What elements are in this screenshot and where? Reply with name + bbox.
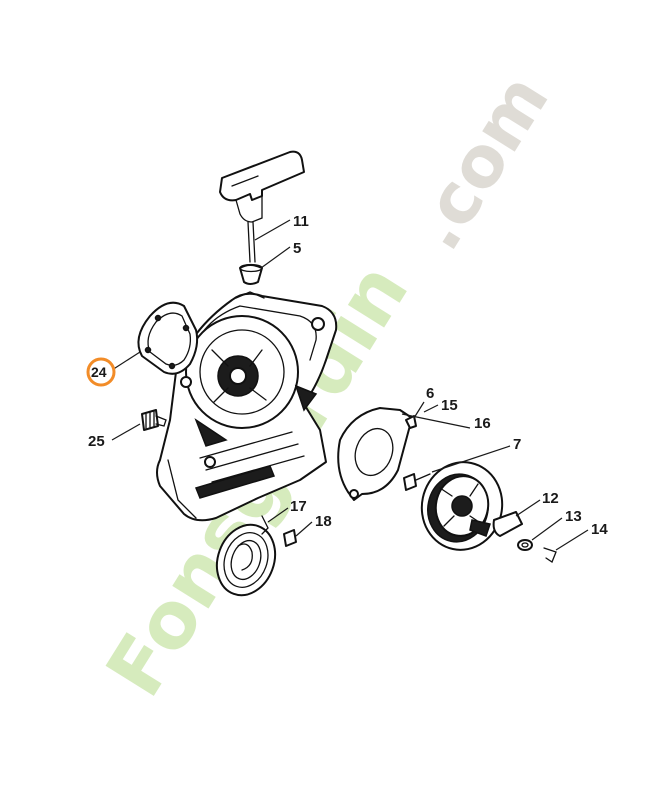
callout-25: 25: [88, 433, 105, 450]
washer: [517, 539, 533, 551]
starter-handle: [219, 150, 305, 263]
callout-5: 5: [293, 240, 301, 257]
callout-labels: 11 5 24 25 6 15 16 7 12 13 14 17 18: [88, 213, 608, 538]
pawl: [492, 511, 523, 537]
watermark-domain: .com: [395, 60, 565, 264]
callout-16: 16: [474, 415, 491, 432]
callout-13: 13: [565, 508, 582, 525]
callout-11: 11: [293, 213, 309, 230]
rewind-spring: [215, 515, 277, 597]
rope-rotor: [420, 461, 504, 551]
callout-15: 15: [441, 397, 458, 414]
part-number-highlight-ring: [86, 357, 116, 387]
callout-18: 18: [315, 513, 332, 530]
callout-14: 14: [591, 521, 608, 538]
spring-clip: [543, 547, 557, 563]
screw-25: [141, 409, 167, 431]
callout-24[interactable]: 24: [91, 364, 107, 380]
watermark: Fonsgardin .com: [90, 60, 565, 712]
spring-cover-plate: [337, 407, 413, 501]
callout-6: 6: [426, 385, 434, 402]
screw-6: [405, 415, 417, 429]
leader-lines: [111, 219, 589, 551]
fan-housing: [156, 291, 338, 522]
gasket-ring: [137, 301, 199, 375]
rope-guide-bushing: [239, 263, 263, 285]
callout-12: 12: [542, 490, 559, 507]
callout-7: 7: [513, 436, 521, 453]
screw-18: [283, 529, 297, 547]
screw-rope-rotor: [403, 473, 431, 491]
callout-17: 17: [290, 498, 307, 515]
